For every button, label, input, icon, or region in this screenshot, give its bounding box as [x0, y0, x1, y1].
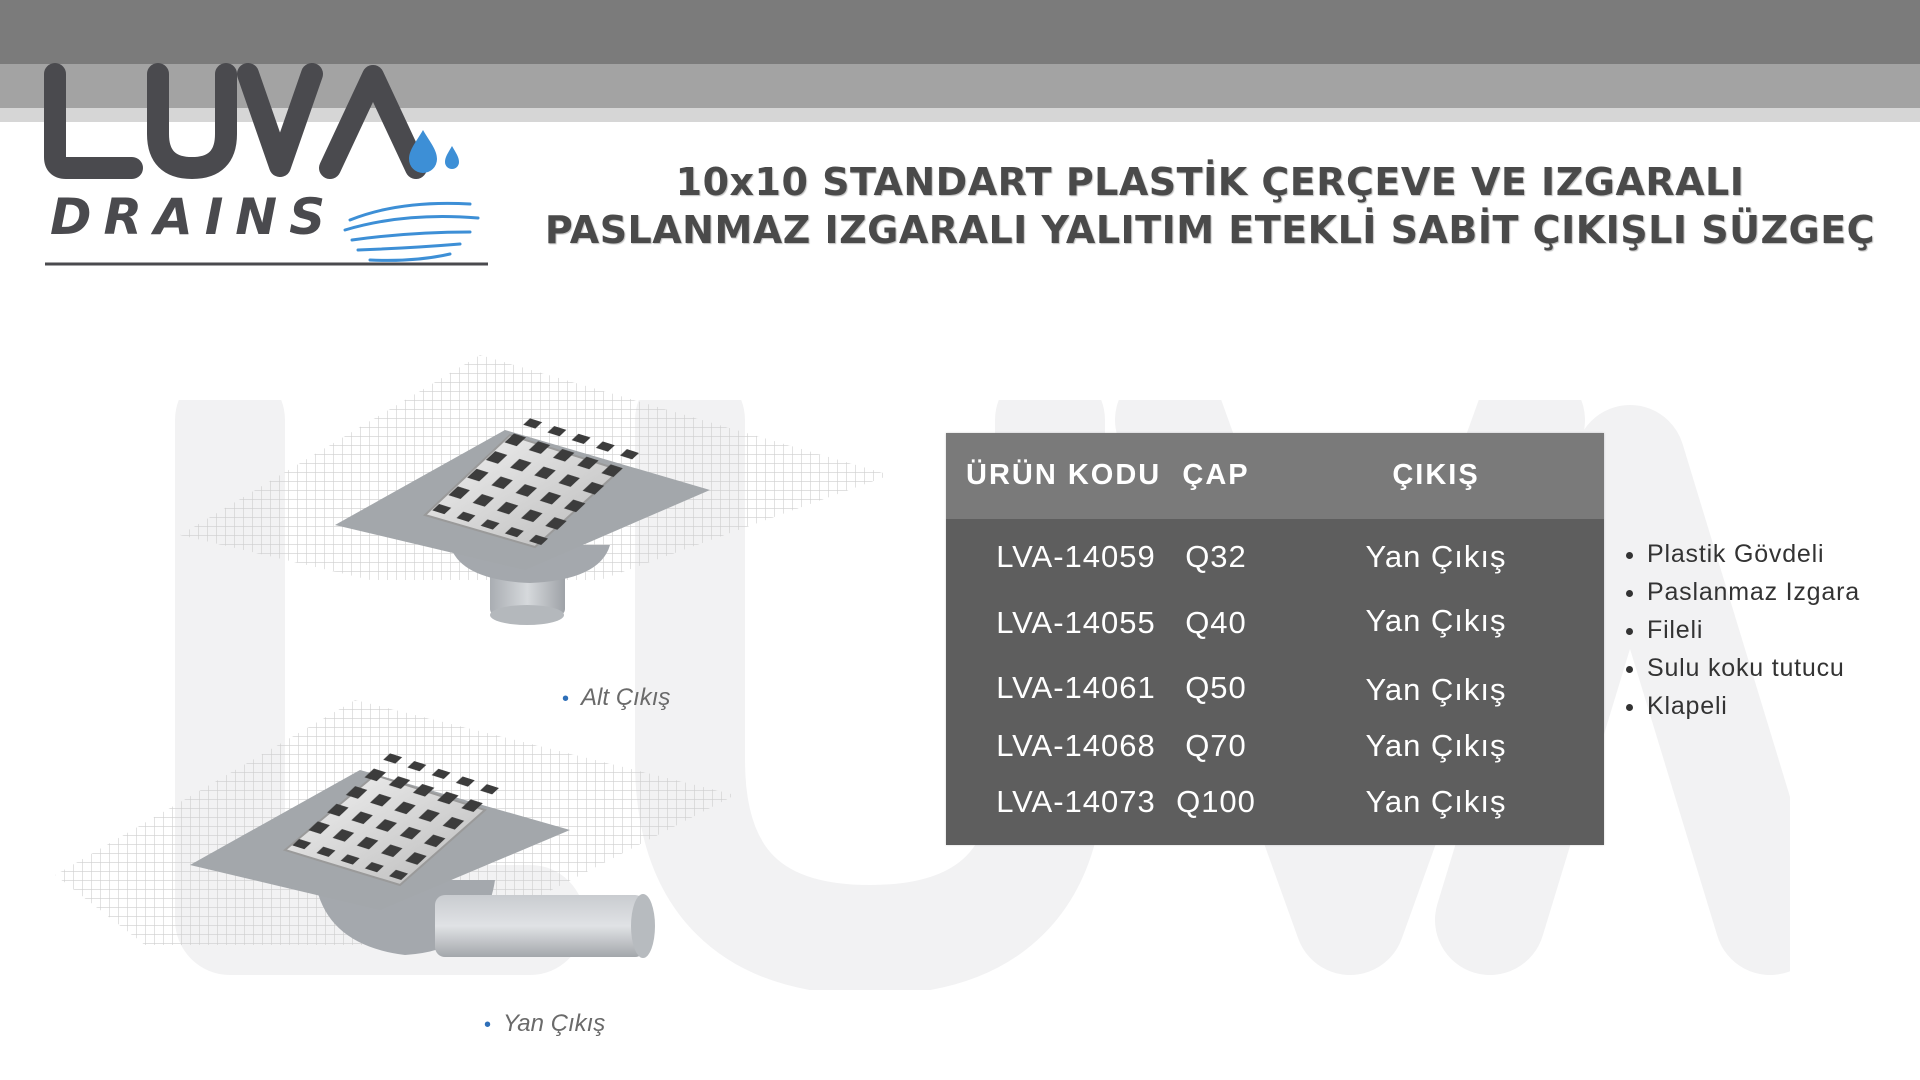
feature-item: Paslanmaz Izgara [1647, 573, 1860, 611]
bullet-dot-icon: • [562, 688, 570, 710]
feature-list: Plastik Gövdeli Paslanmaz Izgara Fileli … [1620, 535, 1860, 725]
table-header-cikis: ÇIKIŞ [1392, 459, 1480, 491]
water-drop-icon-small [445, 146, 459, 169]
feature-item: Klapeli [1647, 687, 1860, 725]
table-cell-diameter: Q32 [1185, 539, 1247, 574]
brand-drains: DRAINS [50, 188, 337, 246]
table-header-urun-kodu: ÜRÜN KODU [966, 459, 1162, 491]
table-cell-diameter: Q70 [1185, 728, 1247, 763]
table-cell-outlet: Yan Çıkış [1365, 728, 1507, 763]
table-cell-code: LVA-14059 [996, 539, 1156, 574]
water-waves-icon [343, 201, 480, 262]
page-title: 10x10 STANDART PLASTİK ÇERÇEVE VE IZGARA… [530, 158, 1890, 254]
table-cell-code: LVA-14061 [996, 670, 1156, 705]
feature-item: Fileli [1647, 611, 1860, 649]
table-cell-outlet: Yan Çıkış [1365, 603, 1507, 638]
product-image-alt-cikis [180, 355, 890, 625]
table-cell-diameter: Q50 [1185, 670, 1247, 705]
spec-table: ÜRÜN KODU ÇAP ÇIKIŞ LVA-14059 Q32 Yan Çı… [946, 433, 1604, 845]
table-cell-outlet: Yan Çıkış [1365, 784, 1507, 819]
table-cell-outlet: Yan Çıkış [1365, 672, 1507, 707]
title-line-1: 10x10 STANDART PLASTİK ÇERÇEVE VE IZGARA… [675, 160, 1745, 204]
caption-alt-cikis: •Alt Çıkış [562, 684, 671, 711]
luva-wordmark [44, 63, 427, 179]
table-cell-outlet: Yan Çıkış [1365, 539, 1507, 574]
table-cell-diameter: Q100 [1176, 784, 1256, 819]
table-header-cap: ÇAP [1182, 459, 1250, 491]
table-cell-code: LVA-14068 [996, 728, 1156, 763]
bullet-dot-icon: • [484, 1014, 492, 1036]
product-image-yan-cikis [55, 700, 735, 958]
header-band-line [0, 108, 1920, 122]
water-drop-icon [409, 130, 437, 173]
table-cell-code: LVA-14055 [996, 605, 1156, 640]
caption-yan-cikis: •Yan Çıkış [484, 1010, 606, 1037]
feature-item: Sulu koku tutucu [1647, 649, 1860, 687]
luva-drains-logo: DRAINS [44, 63, 488, 266]
table-cell-diameter: Q40 [1185, 605, 1247, 640]
feature-item: Plastik Gövdeli [1647, 535, 1860, 573]
title-line-2: PASLANMAZ IZGARALI YALITIM ETEKLİ SABİT … [544, 208, 1876, 252]
header-band-dark [0, 0, 1920, 64]
table-cell-code: LVA-14073 [996, 784, 1156, 819]
table-header-row [946, 433, 1604, 519]
